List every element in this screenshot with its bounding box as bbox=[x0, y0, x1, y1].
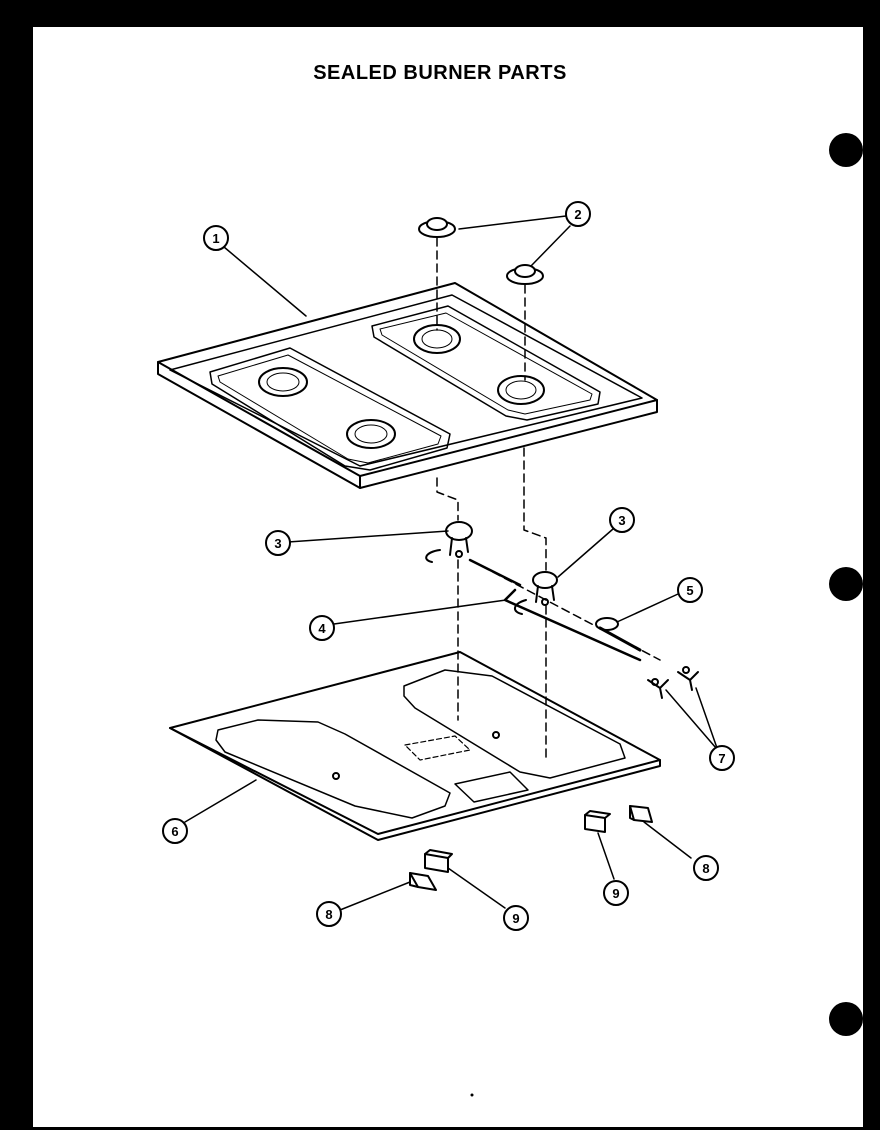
alignment-lines bbox=[436, 237, 661, 761]
callout-8-left: 8 bbox=[316, 901, 342, 927]
page-title: SEALED BURNER PARTS bbox=[313, 62, 567, 84]
cooktop-panel bbox=[157, 282, 658, 489]
callout-4-label: 4 bbox=[318, 621, 326, 636]
callout-1: 1 bbox=[203, 225, 229, 251]
bracket-right bbox=[629, 805, 653, 823]
callout-8-right-label: 8 bbox=[702, 861, 709, 876]
callout-5: 5 bbox=[677, 577, 703, 603]
callout-8-left-label: 8 bbox=[325, 907, 332, 922]
burner-box bbox=[169, 651, 661, 841]
block-left bbox=[424, 849, 453, 873]
valve-fittings bbox=[647, 666, 699, 699]
callout-6: 6 bbox=[162, 818, 188, 844]
print-speck bbox=[470, 1093, 474, 1097]
burner-head-right bbox=[514, 571, 558, 615]
callout-8-right: 8 bbox=[693, 855, 719, 881]
callout-1-label: 1 bbox=[212, 231, 219, 246]
callout-9-right: 9 bbox=[603, 880, 629, 906]
callout-2-label: 2 bbox=[574, 207, 581, 222]
callout-9-right-label: 9 bbox=[612, 886, 619, 901]
callout-9-left: 9 bbox=[503, 905, 529, 931]
callout-5-label: 5 bbox=[686, 583, 693, 598]
burner-head-left bbox=[425, 521, 473, 563]
binder-hole-middle bbox=[829, 567, 863, 601]
leader-lines bbox=[184, 215, 718, 911]
binder-hole-bottom bbox=[829, 1002, 863, 1036]
callout-9-left-label: 9 bbox=[512, 911, 519, 926]
bracket-left bbox=[409, 872, 437, 891]
callout-6-label: 6 bbox=[171, 824, 178, 839]
binder-hole-top bbox=[829, 133, 863, 167]
wire-loop bbox=[595, 617, 619, 631]
callout-3-left-label: 3 bbox=[274, 536, 281, 551]
callout-3-right: 3 bbox=[609, 507, 635, 533]
burner-cap-left bbox=[418, 217, 456, 238]
callout-7: 7 bbox=[709, 745, 735, 771]
block-right bbox=[584, 810, 611, 833]
parts-sheet bbox=[33, 27, 863, 1127]
callout-3-right-label: 3 bbox=[618, 513, 625, 528]
callout-4: 4 bbox=[309, 615, 335, 641]
callout-2: 2 bbox=[565, 201, 591, 227]
callout-3-left: 3 bbox=[265, 530, 291, 556]
burner-cap-right bbox=[506, 264, 544, 285]
callout-7-label: 7 bbox=[718, 751, 725, 766]
